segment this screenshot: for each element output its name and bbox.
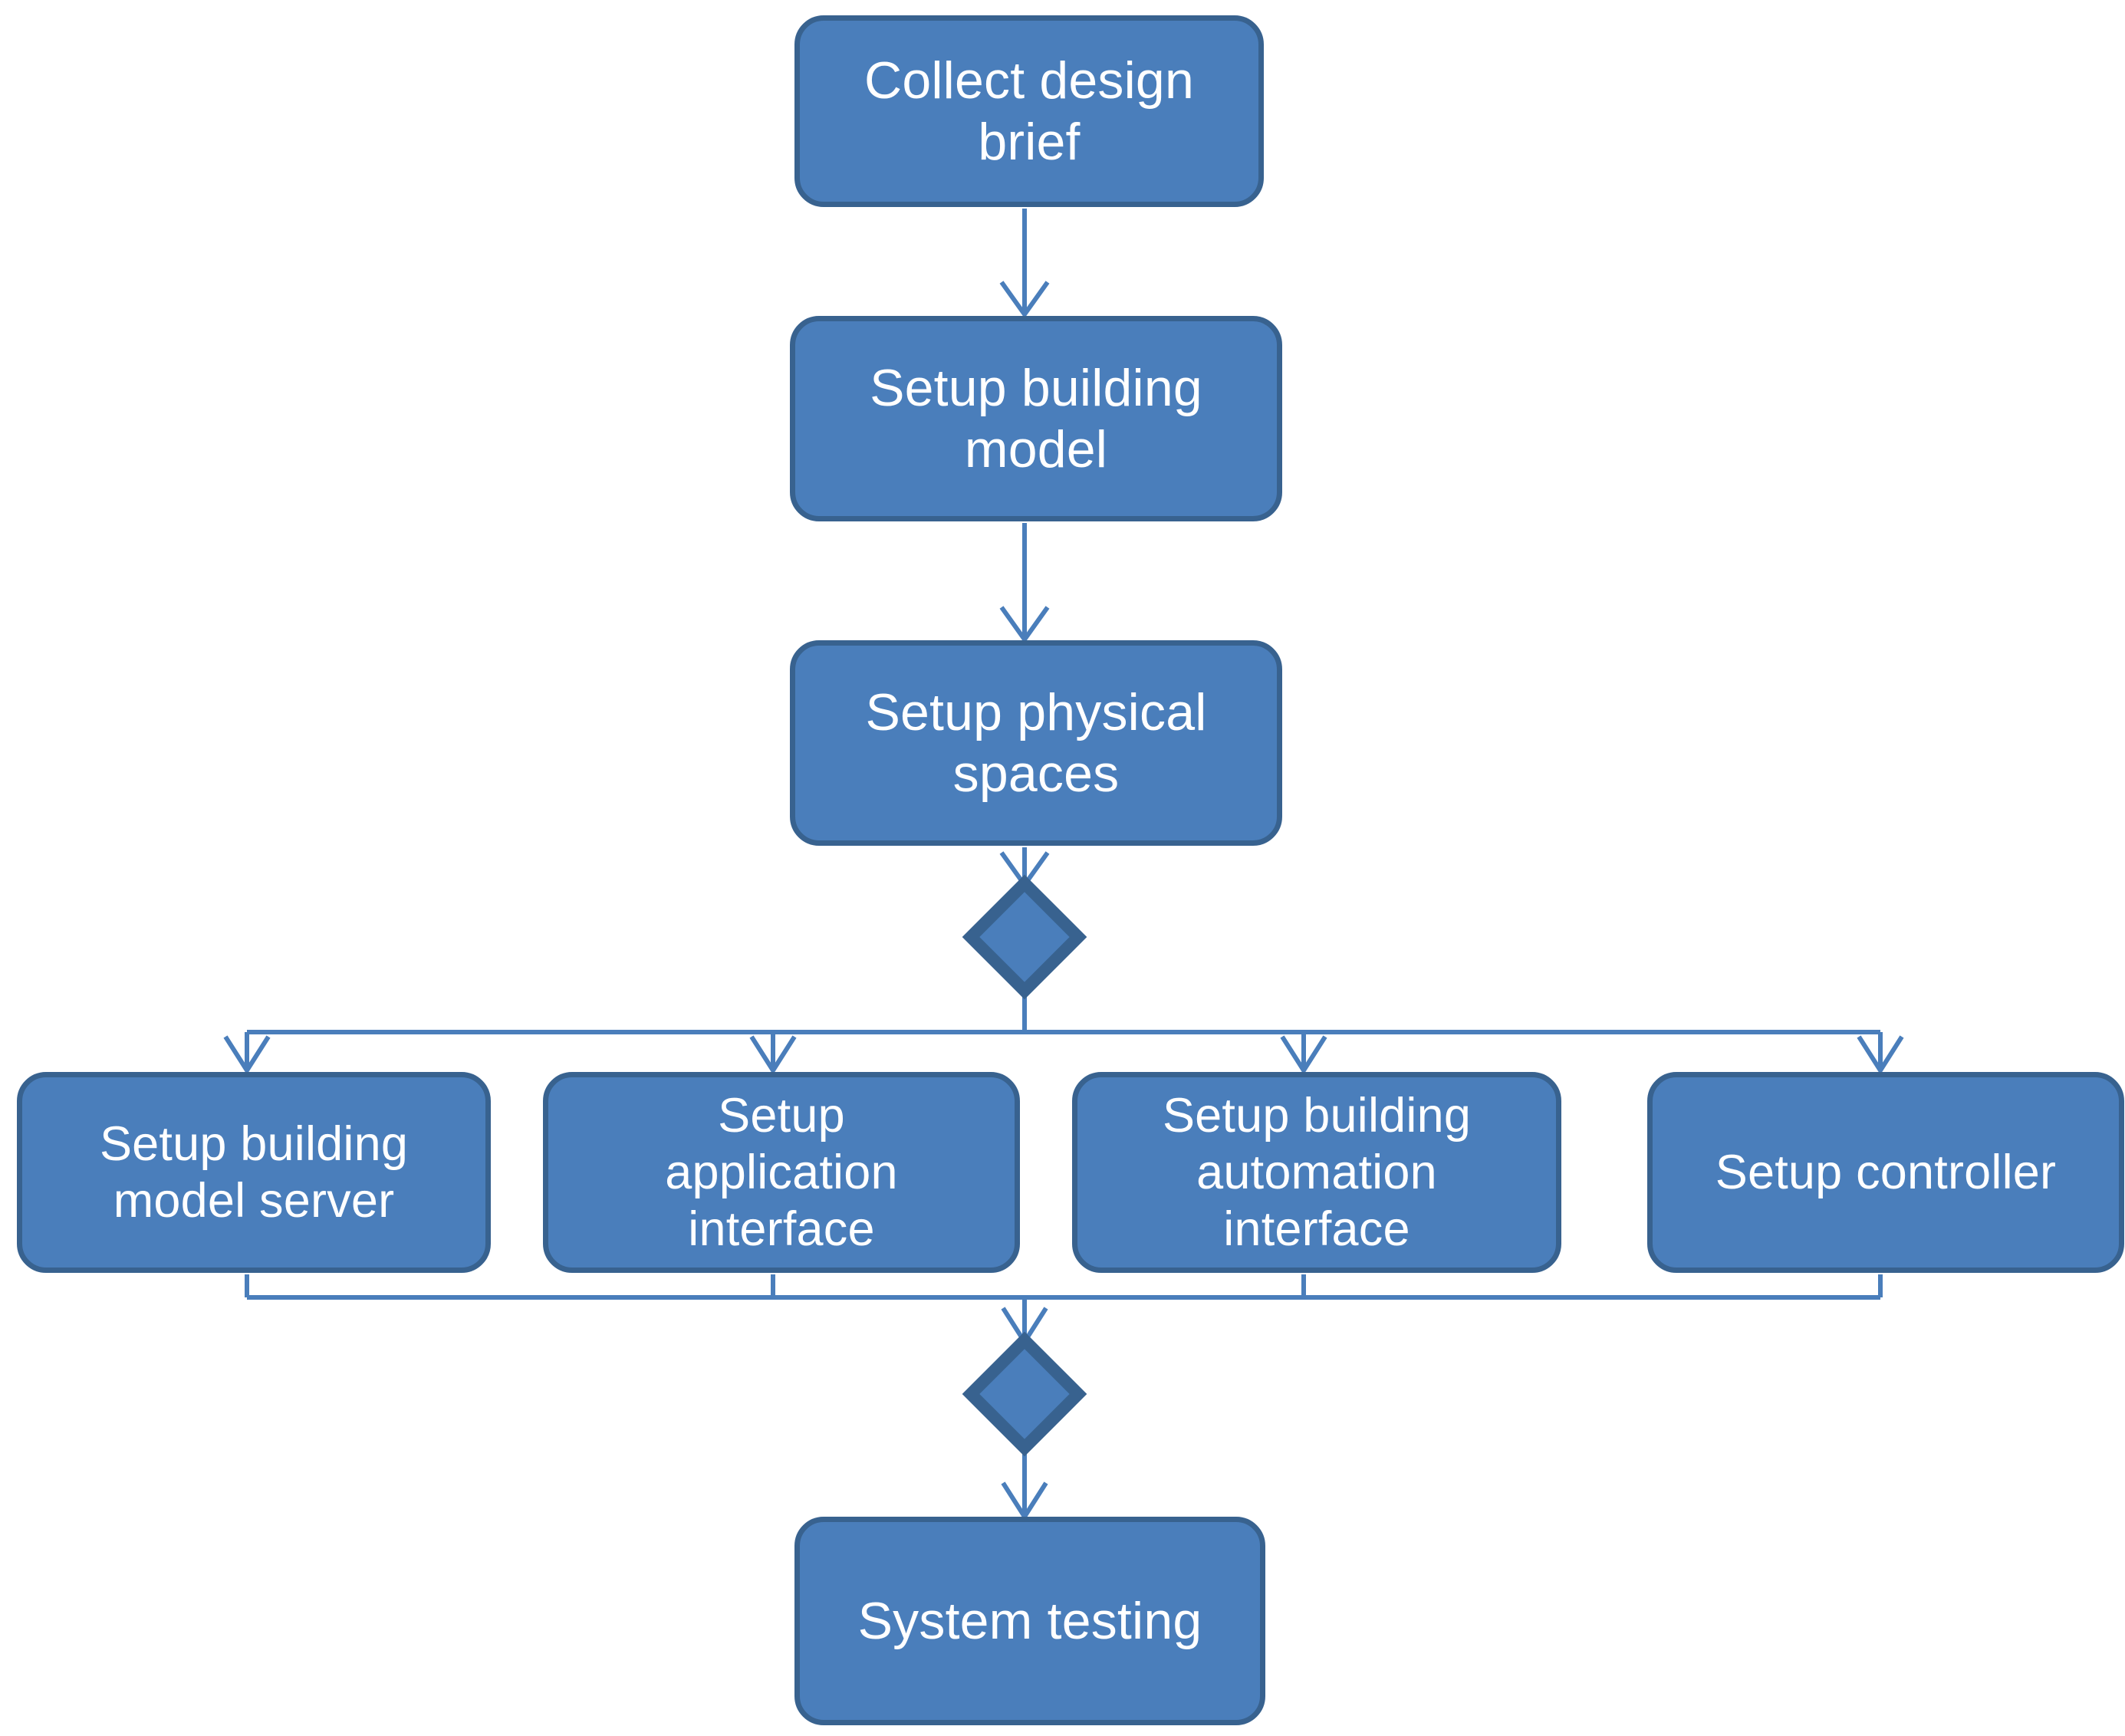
edge-fork-to-automation-interface (1280, 1032, 1327, 1075)
edge-model-to-spaces (999, 523, 1050, 644)
node-system-testing[interactable]: System testing (794, 1517, 1265, 1725)
node-setup-application-interface[interactable]: Setup application interface (543, 1072, 1020, 1273)
node-label: Setup building model (870, 358, 1202, 478)
node-setup-physical-spaces[interactable]: Setup physical spaces (790, 640, 1282, 846)
node-label: Setup physical spaces (865, 682, 1207, 803)
node-label: Setup application interface (665, 1088, 898, 1257)
node-label: Collect design brief (864, 51, 1194, 171)
node-setup-building-model[interactable]: Setup building model (790, 316, 1282, 521)
edge-spaces-to-fork (999, 847, 1050, 889)
edge-brief-to-model (999, 209, 1050, 319)
node-collect-design-brief[interactable]: Collect design brief (794, 15, 1264, 207)
node-label: Setup building automation interface (1162, 1088, 1472, 1257)
edge-join-to-system-testing (1001, 1448, 1048, 1521)
node-label: Setup controller (1715, 1145, 2057, 1199)
edge-join-bus-to-diamond (1001, 1297, 1048, 1346)
edge-fork-to-controller (1857, 1032, 1904, 1075)
node-label: System testing (857, 1591, 1202, 1650)
edge-fork-to-model-server (223, 1032, 271, 1075)
node-setup-building-automation-interface[interactable]: Setup building automation interface (1072, 1072, 1561, 1273)
join-decision-2-shape[interactable] (962, 1331, 1087, 1457)
edge-fork-to-application-interface (749, 1032, 797, 1075)
fork-decision-1-shape[interactable] (962, 874, 1087, 1000)
node-label: Setup building model server (99, 1116, 409, 1228)
node-setup-controller[interactable]: Setup controller (1647, 1072, 2124, 1273)
node-setup-building-model-server[interactable]: Setup building model server (17, 1072, 491, 1273)
